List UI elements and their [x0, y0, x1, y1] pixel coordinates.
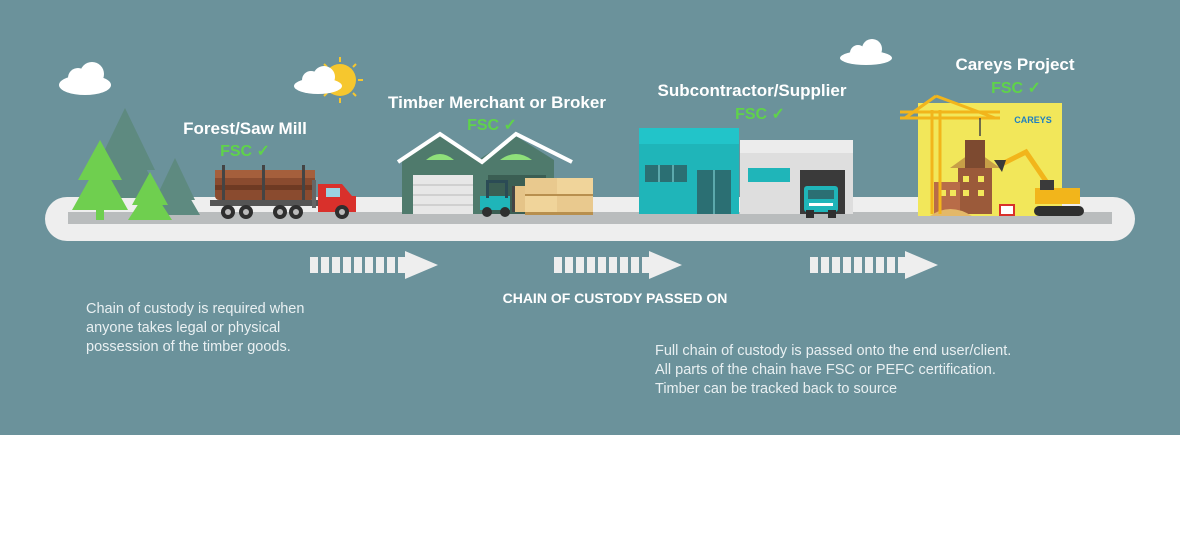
- fsc-badge-supplier: FSC ✓: [735, 106, 785, 123]
- excavator-icon: [994, 148, 1084, 216]
- fsc-badge-project: FSC ✓: [991, 80, 1041, 97]
- road-shadow: [68, 212, 1112, 224]
- careys-sign: CAREYS: [1012, 112, 1054, 126]
- note-right: Full chain of custody is passed onto the…: [655, 343, 1012, 397]
- cloud-icon: [840, 39, 892, 65]
- timber-pallets-icon: [515, 178, 593, 215]
- delivery-truck-icon: [804, 186, 838, 218]
- stage-title-project: Careys Project: [955, 55, 1075, 74]
- cloud-icon: [294, 66, 342, 94]
- tree-icon: [72, 108, 200, 220]
- log-truck-icon: [210, 165, 356, 219]
- supply-chain-illustration: CAREYS: [45, 39, 1135, 279]
- flow-arrow-icon: [310, 251, 438, 279]
- note-left: Chain of custody is required when anyone…: [86, 301, 305, 355]
- stage-title-forest: Forest/Saw Mill: [183, 119, 307, 138]
- flow-caption: CHAIN OF CUSTODY PASSED ON: [502, 290, 728, 306]
- careys-sign-text: CAREYS: [1014, 115, 1052, 125]
- flow-arrow-icon: [810, 251, 938, 279]
- cloud-icon: [59, 62, 111, 95]
- stage-title-supplier: Subcontractor/Supplier: [657, 81, 847, 100]
- warehouse-icon: [396, 131, 573, 214]
- stage-title-merchant: Timber Merchant or Broker: [388, 93, 606, 112]
- fsc-badge-forest: FSC ✓: [220, 143, 270, 160]
- crane-icon: [900, 94, 1000, 214]
- fsc-badge-merchant: FSC ✓: [467, 117, 517, 134]
- flow-arrow-icon: [554, 251, 682, 279]
